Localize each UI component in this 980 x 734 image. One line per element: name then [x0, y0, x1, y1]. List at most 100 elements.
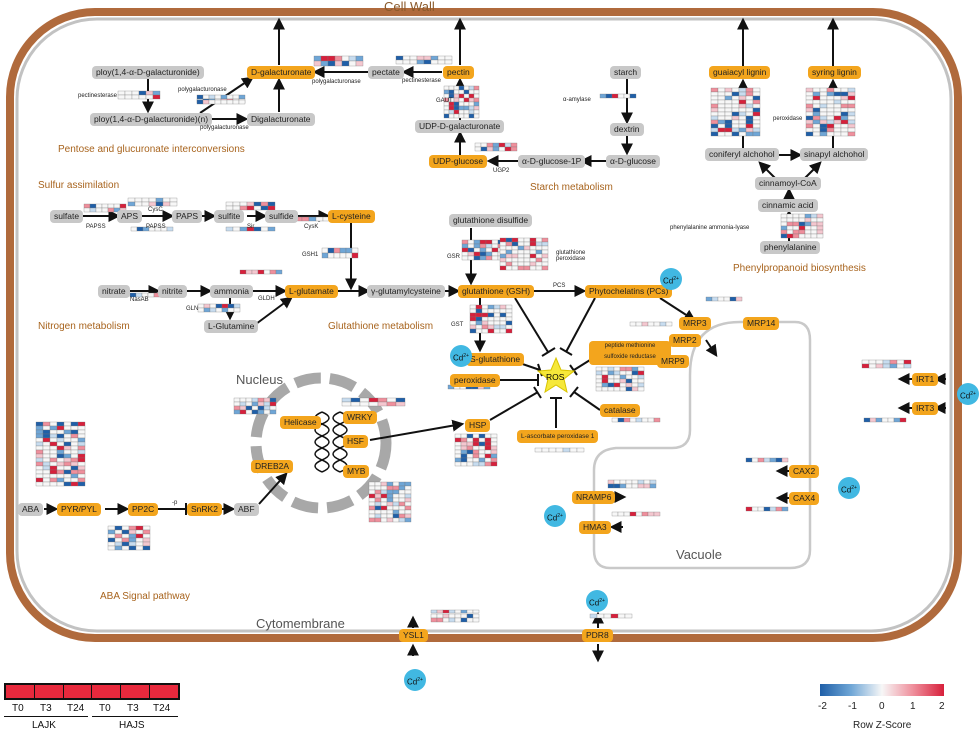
heatmap-cell [724, 95, 733, 101]
heatmap-cell [738, 111, 747, 117]
heatmap-cell [215, 307, 223, 313]
heatmap-cell [227, 307, 235, 313]
heatmap-cell [239, 401, 247, 407]
heatmap-cell [486, 146, 494, 152]
heatmap-cell [724, 115, 733, 121]
heatmap-cell [647, 321, 655, 327]
heatmap-cell [812, 131, 821, 137]
heatmap-cell [70, 445, 79, 451]
enzyme-polygalacturonase-1: polygalacturonase [178, 87, 227, 93]
heatmap-cell [757, 457, 765, 463]
heatmap-cell [460, 433, 468, 439]
heatmap-cell [398, 513, 406, 519]
heatmap-cell [313, 55, 322, 62]
heatmap-cell [724, 131, 733, 137]
heatmap-cell [474, 142, 482, 148]
heatmap-cell [493, 312, 501, 318]
node-mrp2: MRP2 [669, 334, 701, 347]
heatmap-cell [491, 239, 499, 245]
heatmap-cell [647, 511, 655, 517]
heatmap-cell [861, 359, 870, 365]
heatmap-cell [368, 493, 376, 499]
heatmap-cell [209, 307, 217, 313]
heatmap-cell [226, 99, 234, 105]
heatmap-cell [138, 94, 147, 100]
heatmap-cell [826, 103, 835, 109]
heatmap-cell [724, 107, 733, 113]
heatmap-cell [350, 401, 361, 407]
node-ysl1: YSL1 [399, 629, 428, 642]
heatmap-cell [142, 541, 151, 547]
heatmap-cell [392, 509, 400, 515]
heatmap-cell [637, 386, 645, 392]
heatmap-cell [107, 525, 116, 531]
arrow-abf-dreb [258, 472, 288, 505]
heatmap-cell [833, 119, 842, 125]
heatmap-cell [798, 221, 806, 227]
heatmap-cell [816, 221, 824, 227]
heatmap-cell [162, 197, 171, 203]
heatmap-cell [49, 429, 58, 435]
heatmap-cell [595, 382, 603, 388]
heatmap-cell [453, 113, 460, 119]
heatmap-cell [42, 433, 51, 439]
heatmap-cell [392, 485, 400, 491]
heatmap-cell [453, 85, 460, 91]
enzyme-amylase: α-amylase [563, 97, 591, 103]
heatmap-cell [472, 453, 480, 459]
heatmap-cell [804, 213, 812, 219]
heatmap-cell [637, 382, 645, 388]
heatmap-cell [49, 425, 58, 431]
heatmap-cell [454, 613, 462, 619]
heatmap-cell [523, 261, 531, 267]
heatmap-cell [738, 115, 747, 121]
heatmap-cell [631, 386, 639, 392]
heatmap-cell [847, 119, 856, 125]
node-irt1: IRT1 [912, 373, 939, 386]
heatmap-cell [70, 465, 79, 471]
heatmap-cell [535, 253, 543, 259]
heatmap-cell [605, 93, 613, 99]
heatmap-cell [601, 366, 609, 372]
arrow-cinnamoyl-coniferyl [758, 161, 776, 179]
heatmap-cell [263, 269, 271, 275]
node-dgal: D-galacturonate [247, 66, 316, 79]
heatmap-cell [717, 87, 726, 93]
heatmap-cell [368, 509, 376, 515]
heatmap-cell [833, 107, 842, 113]
heatmap-cell [257, 269, 265, 275]
heatmap-cell [479, 251, 487, 257]
heatmap-cell [56, 457, 65, 463]
heatmap-cell [840, 95, 849, 101]
heatmap-cell [493, 308, 501, 314]
node-guaiacyl: guaiacyl lignin [709, 66, 771, 79]
heatmap-cell [374, 497, 382, 503]
enzyme-papss-2: PAPSS [146, 224, 166, 230]
heatmap-cell [472, 445, 480, 451]
heatmap-cell [731, 127, 740, 133]
heatmap-cell [490, 449, 498, 455]
node-cinnamic: cinnamic acid [758, 199, 818, 212]
heatmap-cell [215, 303, 223, 309]
heatmap-cell [490, 441, 498, 447]
heatmap-cell [430, 613, 438, 619]
enzyme-peroxidase-ph: peroxidase [773, 116, 803, 122]
heatmap-cell [442, 613, 450, 619]
heatmap-cell [523, 257, 531, 263]
node-pcs: Phytochelatins (PCs) [585, 285, 673, 298]
enzyme-pal: phenylalanine ammonia-lyase [670, 225, 750, 231]
heatmap-cell [333, 247, 341, 254]
heatmap-cell [138, 90, 147, 96]
heatmap-cell [263, 405, 271, 411]
nucleus-envelope [250, 372, 392, 514]
heatmap-cell [717, 131, 726, 137]
heatmap-cell [404, 489, 412, 495]
heatmap-cell [781, 506, 789, 512]
heatmap-cell [454, 609, 462, 614]
heatmap-cell [473, 85, 480, 91]
heatmap-cell [308, 216, 317, 222]
heatmap-cell [121, 545, 130, 551]
heatmap-cell [745, 95, 754, 101]
heatmap-cell [847, 107, 856, 113]
heatmap-cell [472, 437, 480, 443]
